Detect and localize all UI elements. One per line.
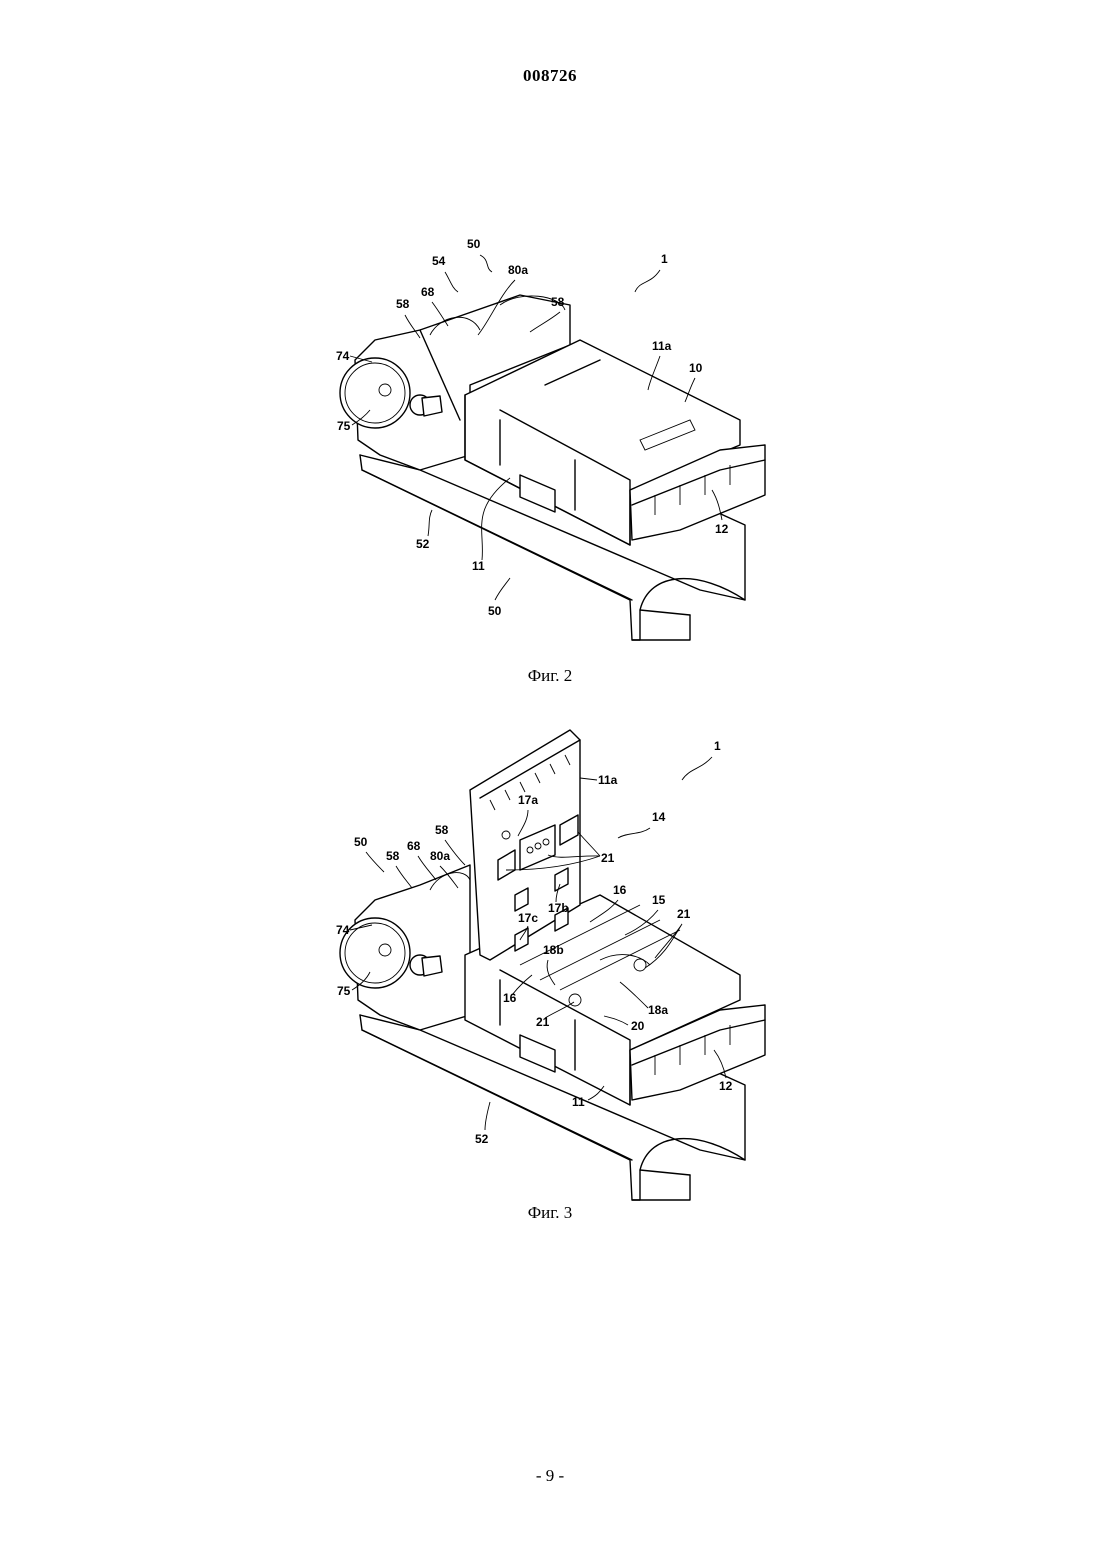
ref-label: 52 — [416, 537, 430, 551]
ref-label: 50 — [354, 835, 368, 849]
ref-label: 11 — [572, 1095, 585, 1109]
ref-label: 17b — [548, 901, 569, 915]
ref-label: 12 — [715, 522, 729, 536]
ref-label: 14 — [652, 810, 666, 824]
ref-label: 11 — [472, 559, 485, 573]
ref-label: 52 — [475, 1132, 489, 1146]
figure-3-caption: Фиг. 3 — [0, 1203, 1100, 1223]
ref-label: 17c — [518, 911, 538, 925]
ref-label: 75 — [337, 419, 351, 433]
ref-label: 80a — [430, 849, 450, 863]
ref-label: 18b — [543, 943, 564, 957]
ref-label: 17a — [518, 793, 538, 807]
figure-2-drawing: 1 50 54 80a 58 68 58 11a 10 74 75 12 52 … — [0, 230, 1100, 650]
ref-label: 68 — [407, 839, 421, 853]
ref-label: 15 — [652, 893, 666, 907]
ref-label: 16 — [613, 883, 627, 897]
ref-label: 75 — [337, 984, 351, 998]
ref-label: 1 — [714, 739, 721, 753]
ref-label: 80a — [508, 263, 528, 277]
ref-label: 11a — [598, 773, 618, 787]
ref-label: 11a — [652, 339, 672, 353]
ref-label: 58 — [396, 297, 410, 311]
opened-lid — [470, 730, 580, 960]
ref-label: 21 — [536, 1015, 550, 1029]
ref-label: 21 — [601, 851, 615, 865]
ref-label: 18a — [648, 1003, 668, 1017]
page-number: - 9 - — [0, 1466, 1100, 1486]
figure-2-caption: Фиг. 2 — [0, 666, 1100, 686]
ref-label: 1 — [661, 252, 668, 266]
ref-label: 58 — [386, 849, 400, 863]
ref-label: 58 — [551, 295, 565, 309]
ref-label: 20 — [631, 1019, 645, 1033]
ref-label: 74 — [336, 349, 350, 363]
ref-label: 10 — [689, 361, 703, 375]
ref-label: 50 — [467, 237, 481, 251]
ref-label: 74 — [336, 923, 350, 937]
ref-label: 12 — [719, 1079, 733, 1093]
ref-label: 21 — [677, 907, 691, 921]
ref-label: 50 — [488, 604, 502, 618]
document-number: 008726 — [0, 66, 1100, 86]
ref-label: 16 — [503, 991, 517, 1005]
motor-assembly — [340, 865, 470, 1030]
ref-label: 58 — [435, 823, 449, 837]
ref-label: 68 — [421, 285, 435, 299]
ref-label: 54 — [432, 254, 446, 268]
figure-3-drawing: 1 11a 17a 14 58 50 68 80a 58 21 16 15 21… — [0, 725, 1100, 1205]
